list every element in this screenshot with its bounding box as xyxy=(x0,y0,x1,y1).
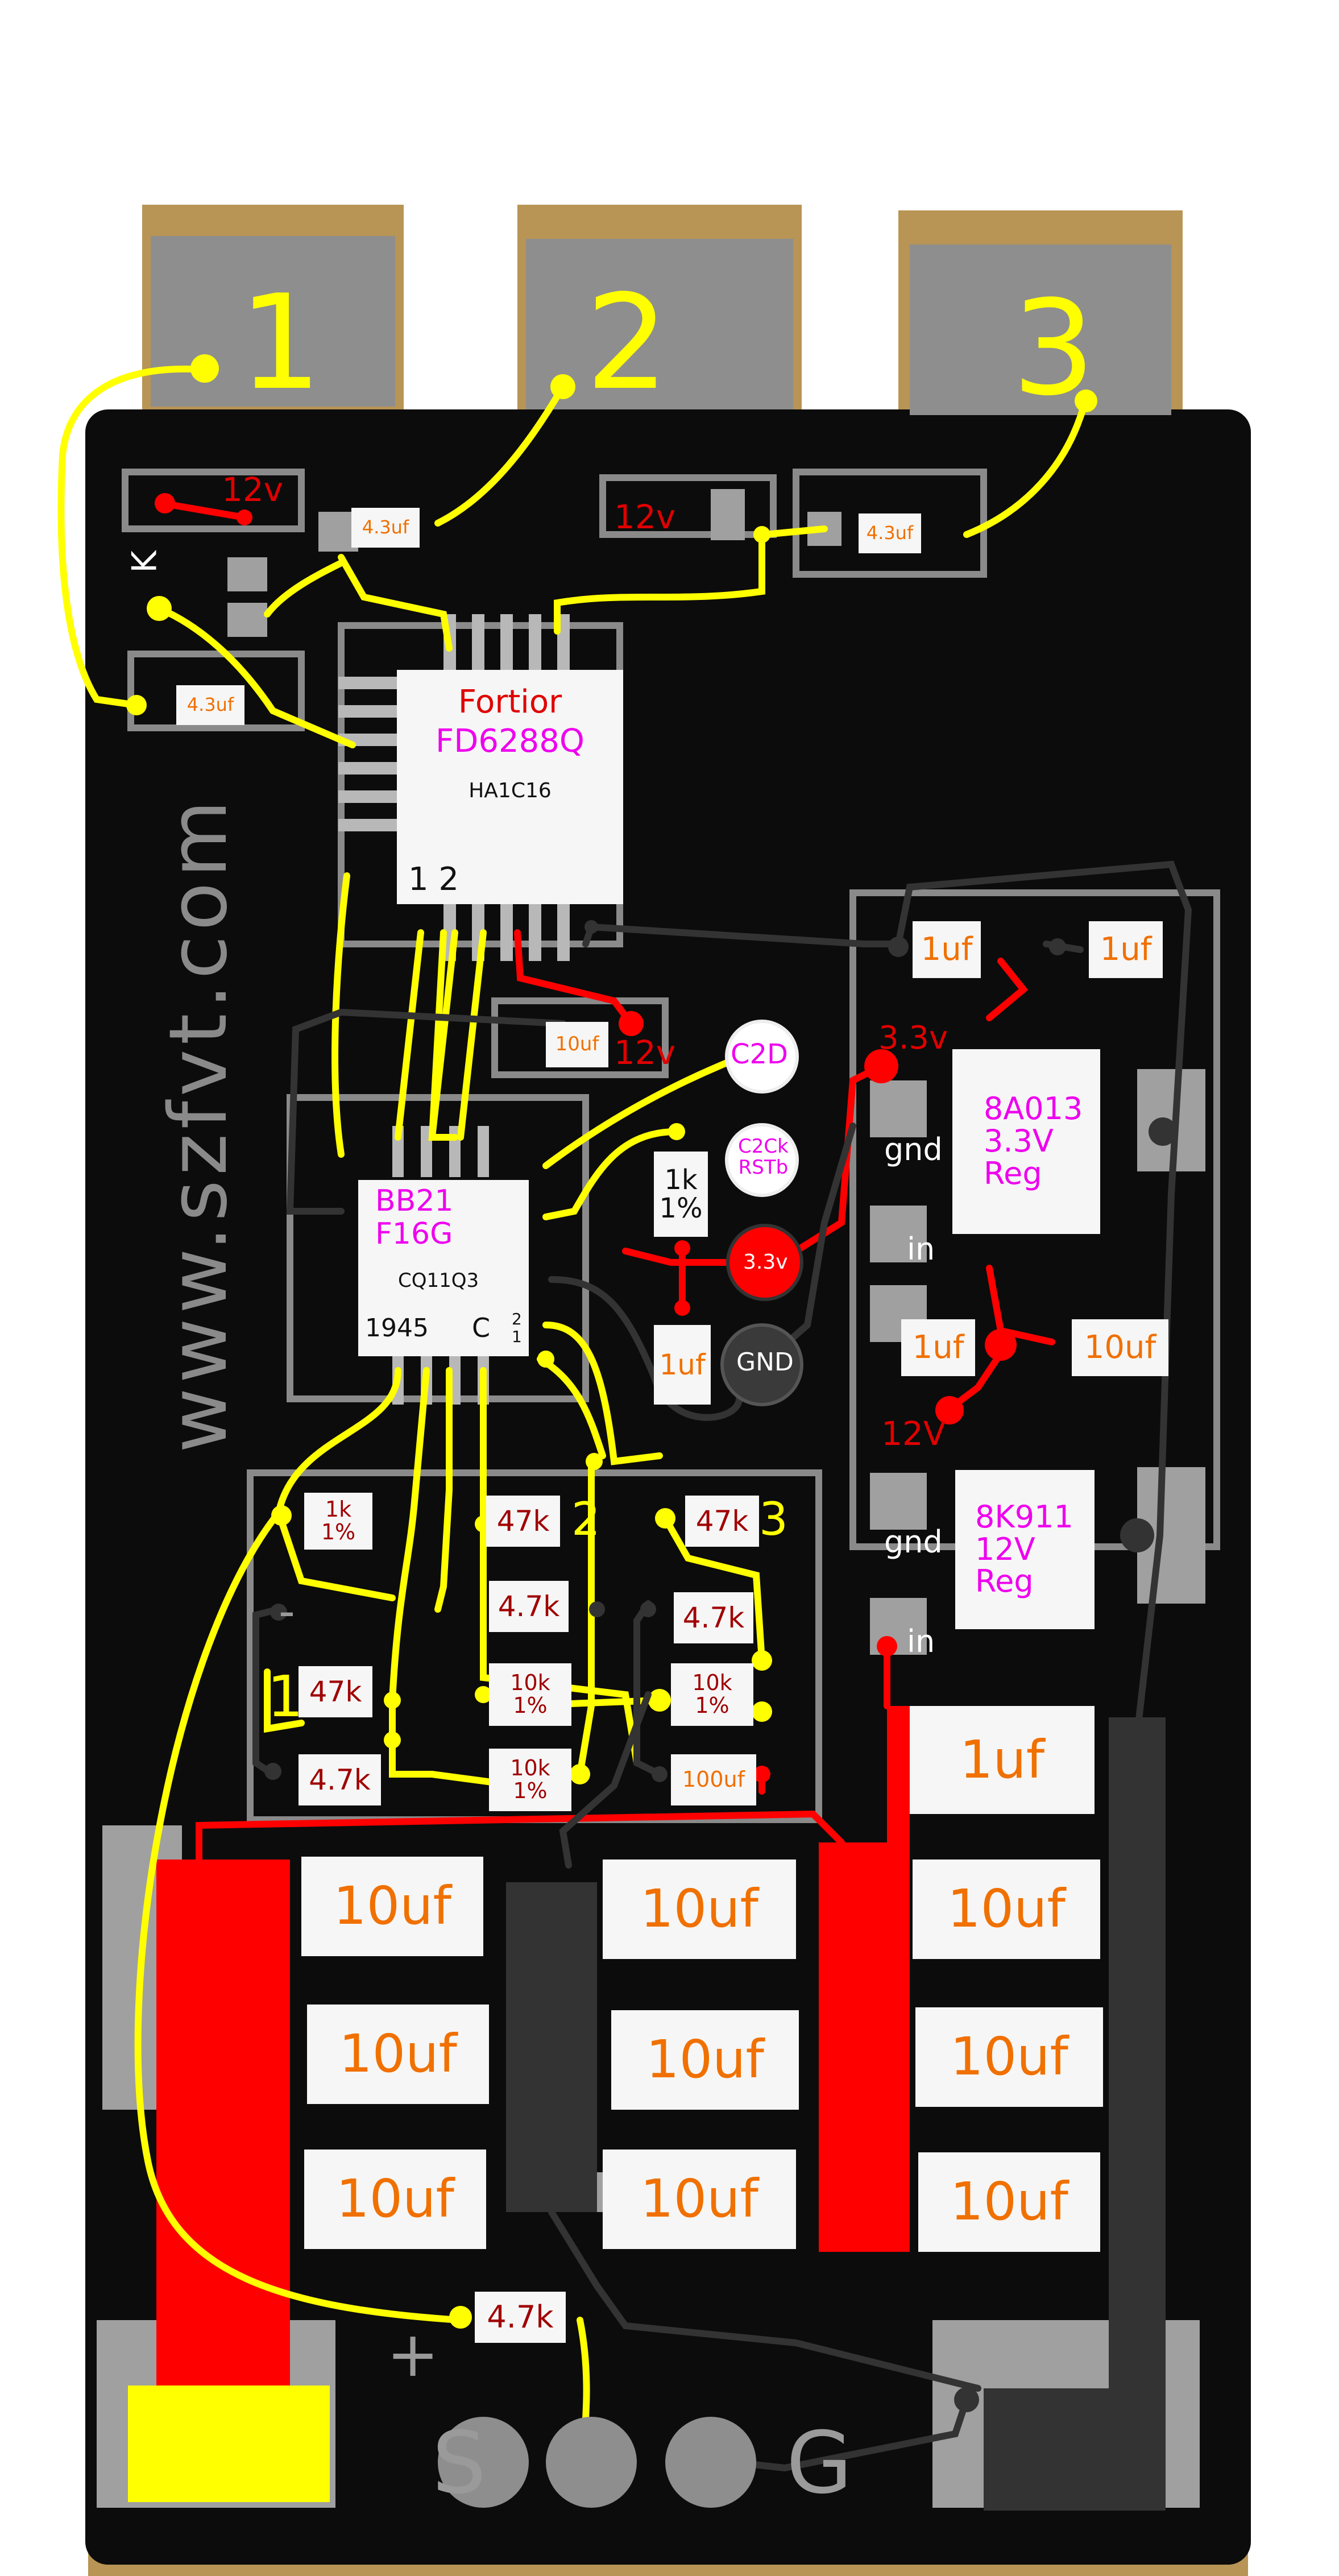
net-label-1: 1 xyxy=(267,1663,304,1730)
label-3v3-reg: 3.3v xyxy=(878,1020,948,1057)
reg-12v-label: 8K911 12V Reg xyxy=(955,1470,1095,1629)
cap-1uf-mid: 1uf xyxy=(901,1319,975,1376)
mcu-pin-numbers: 2 1 xyxy=(512,1310,522,1346)
res-4k7-signal: 4.7k xyxy=(475,2292,566,2343)
net-label-3: 3 xyxy=(759,1493,788,1546)
mcu-date: 1945 xyxy=(365,1314,429,1343)
res-10k-a: 10k 1% xyxy=(489,1663,571,1726)
res-47k-1: 47k xyxy=(299,1666,372,1717)
cap-10uf-mid: 10uf xyxy=(1072,1319,1168,1376)
tp-gnd-circle xyxy=(720,1323,803,1406)
cap-10uf-r2c2: 10uf xyxy=(611,2010,799,2110)
cap-10uf-r2c3: 10uf xyxy=(915,2007,1103,2107)
reg-12v-gnd: gnd xyxy=(884,1524,943,1560)
cap-boot-1: 4.3uf xyxy=(351,508,420,548)
label-12v-reg: 12V xyxy=(881,1414,946,1453)
cap-1uf-top-b: 1uf xyxy=(1089,921,1163,978)
cap-10uf-r3c2: 10uf xyxy=(603,2150,796,2249)
website-silkscreen: www.szfvt.com xyxy=(152,795,245,1453)
bottom-silkscreen: S G xyxy=(432,2414,989,2513)
motor-number-1: 1 xyxy=(239,267,322,419)
mcu-ic: BB21 F16G CQ11Q3 1945 C 2 1 xyxy=(358,1180,529,1356)
label-12v-topmid: 12v xyxy=(614,498,676,536)
yellow-pad xyxy=(128,2386,330,2502)
tp-gnd-label: GND xyxy=(736,1348,794,1377)
reg-12v-in: in xyxy=(907,1624,935,1659)
cap-10uf-r1c3: 10uf xyxy=(913,1859,1100,1959)
reg-3v3-gnd: gnd xyxy=(884,1132,943,1167)
mcu-line1: BB21 xyxy=(375,1184,454,1218)
driver-ic: Fortior FD6288Q HA1C16 1 2 xyxy=(397,670,623,904)
cap-100uf: 100uf xyxy=(671,1754,756,1805)
pad-g xyxy=(665,2417,756,2508)
tp-c2d-label: C2D xyxy=(731,1038,789,1070)
tp-c2ck-circle xyxy=(725,1123,799,1197)
res-1k-pullup: 1k 1% xyxy=(654,1152,708,1237)
dark-pad-right xyxy=(984,2388,1166,2511)
plus-silkscreen: + xyxy=(387,2318,440,2391)
cap-1uf-bulk: 1uf xyxy=(910,1706,1095,1814)
red-bus-top xyxy=(887,1706,910,1854)
driver-pins xyxy=(338,614,570,961)
res-4k7-b: 4.7k xyxy=(674,1592,753,1643)
tp-c2d-circle xyxy=(725,1020,799,1094)
pad-s xyxy=(438,2417,529,2508)
tp-3v3-label: 3.3v xyxy=(743,1250,788,1274)
diode-mark: K xyxy=(125,550,165,573)
cap-10uf-r2c1: 10uf xyxy=(307,2005,489,2104)
mcu-code: CQ11Q3 xyxy=(398,1269,479,1292)
res-1k-1pct: 1k 1% xyxy=(304,1493,372,1550)
motor-pad-3 xyxy=(910,245,1171,415)
red-dots xyxy=(155,493,1017,1783)
tp-3v3-circle xyxy=(726,1224,803,1301)
red-bus-right xyxy=(819,1842,910,2252)
label-12v-driver: 12v xyxy=(614,1033,676,1072)
cap-1uf-top-a: 1uf xyxy=(913,921,981,978)
dark-bus-mid xyxy=(506,1882,597,2212)
motor-number-3: 3 xyxy=(1012,273,1096,425)
cap-boot-2: 4.3uf xyxy=(859,513,921,553)
driver-pin-numbers: 1 2 xyxy=(408,861,459,898)
mcu-line2: F16G xyxy=(375,1217,453,1251)
cap-boot-3: 4.3uf xyxy=(176,685,244,725)
driver-brand: Fortior xyxy=(458,684,562,720)
net-label-2: 2 xyxy=(571,1493,600,1546)
pad-mid xyxy=(546,2417,637,2508)
reg-3v3-label: 8A013 3.3V Reg xyxy=(952,1049,1100,1234)
res-4k7-c: 4.7k xyxy=(299,1754,381,1805)
motor-number-2: 2 xyxy=(586,267,669,419)
res-47k-2: 47k xyxy=(486,1496,560,1547)
reg-3v3-in: in xyxy=(907,1231,935,1267)
cap-10uf-r1c2: 10uf xyxy=(603,1859,796,1959)
cap-driver-10uf: 10uf xyxy=(546,1022,608,1067)
res-47k-3: 47k xyxy=(685,1496,759,1547)
cap-10uf-r3c1: 10uf xyxy=(304,2150,486,2249)
res-10k-b: 10k 1% xyxy=(671,1663,753,1726)
cap-10uf-r3c3: 10uf xyxy=(918,2152,1100,2252)
cap-1uf-mcu: 1uf xyxy=(654,1325,711,1405)
yellow-wires xyxy=(57,365,1089,2471)
driver-model: FD6288Q xyxy=(436,722,584,760)
motor-pad-1 xyxy=(151,236,395,407)
red-bus-left xyxy=(156,1859,290,2417)
res-4k7-a: 4.7k xyxy=(489,1581,569,1632)
res-10k-c: 10k 1% xyxy=(489,1749,571,1811)
label-12v-topleft: 12v xyxy=(222,470,284,509)
mcu-c-mark: C xyxy=(472,1312,491,1343)
dark-bus-right xyxy=(1109,1717,1166,2474)
cap-10uf-r1c1: 10uf xyxy=(301,1857,483,1956)
tp-c2ck-label: C2Ck RSTb xyxy=(738,1135,789,1179)
driver-code: HA1C16 xyxy=(469,778,552,802)
minus-silkscreen: - xyxy=(279,1585,295,1638)
